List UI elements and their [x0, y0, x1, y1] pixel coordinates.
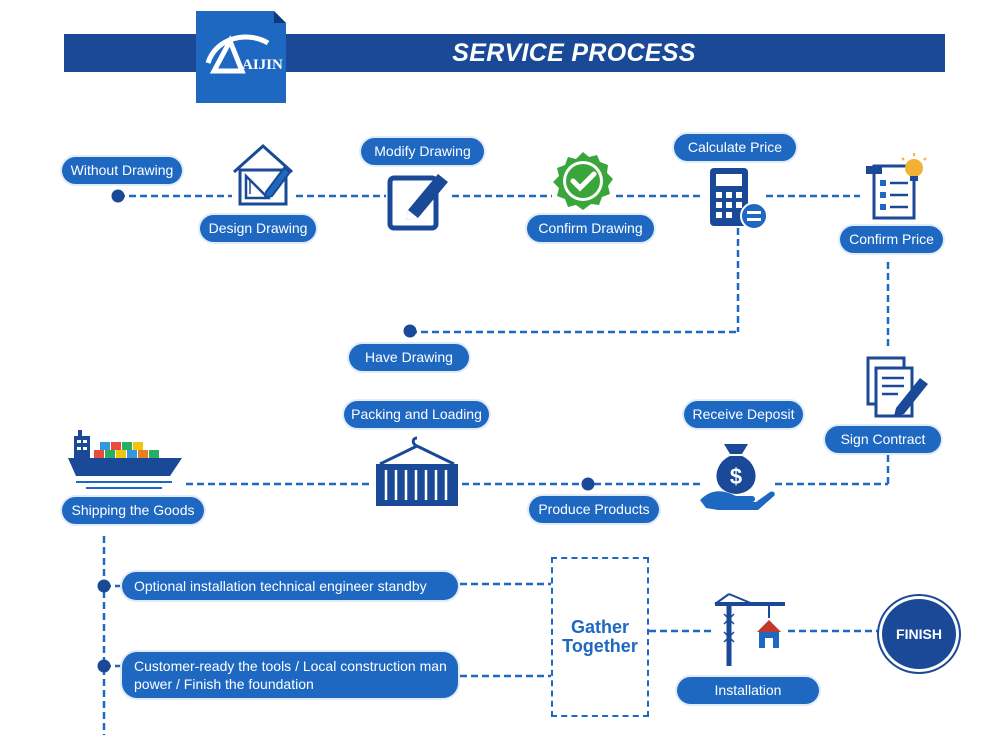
step-calculate-price: Calculate Price: [674, 134, 796, 161]
step-packing-loading: Packing and Loading: [344, 401, 489, 428]
step-have-drawing: Have Drawing: [349, 344, 469, 371]
logo-text: AIJIN: [242, 57, 283, 73]
step-installation: Installation: [677, 677, 819, 704]
edit-icon: [387, 174, 448, 231]
step-customer-ready: Customer-ready the tools / Local constru…: [122, 652, 458, 698]
company-logo: AIJIN: [196, 11, 286, 103]
step-shipping-goods: Shipping the Goods: [62, 497, 204, 524]
cargo-ship-icon: [68, 430, 182, 489]
tower-crane-icon: [714, 593, 785, 666]
step-modify-drawing: Modify Drawing: [361, 138, 484, 165]
step-confirm-price: Confirm Price: [840, 226, 943, 253]
contract-icon: [866, 356, 928, 418]
gather-together-label: Gather Together: [562, 617, 638, 656]
step-confirm-drawing: Confirm Drawing: [527, 215, 654, 242]
finish-badge: FINISH: [882, 599, 956, 669]
gather-together-box: Gather Together: [551, 557, 649, 717]
check-badge-icon: [553, 152, 613, 210]
money-bag-icon: $: [700, 444, 775, 510]
calculator-icon: [710, 168, 768, 230]
container-crane-icon: [376, 436, 458, 506]
house-drawing-icon: [232, 143, 294, 206]
step-without-drawing: Without Drawing: [62, 157, 182, 184]
clipboard-lightbulb-icon: [866, 153, 927, 220]
page-title: SERVICE PROCESS: [452, 39, 696, 67]
step-optional-installation: Optional installation technical engineer…: [122, 572, 458, 600]
step-design-drawing: Design Drawing: [200, 215, 316, 242]
step-sign-contract: Sign Contract: [825, 426, 941, 453]
svg-text:$: $: [730, 464, 742, 489]
step-receive-deposit: Receive Deposit: [684, 401, 803, 428]
step-produce-products: Produce Products: [529, 496, 659, 523]
